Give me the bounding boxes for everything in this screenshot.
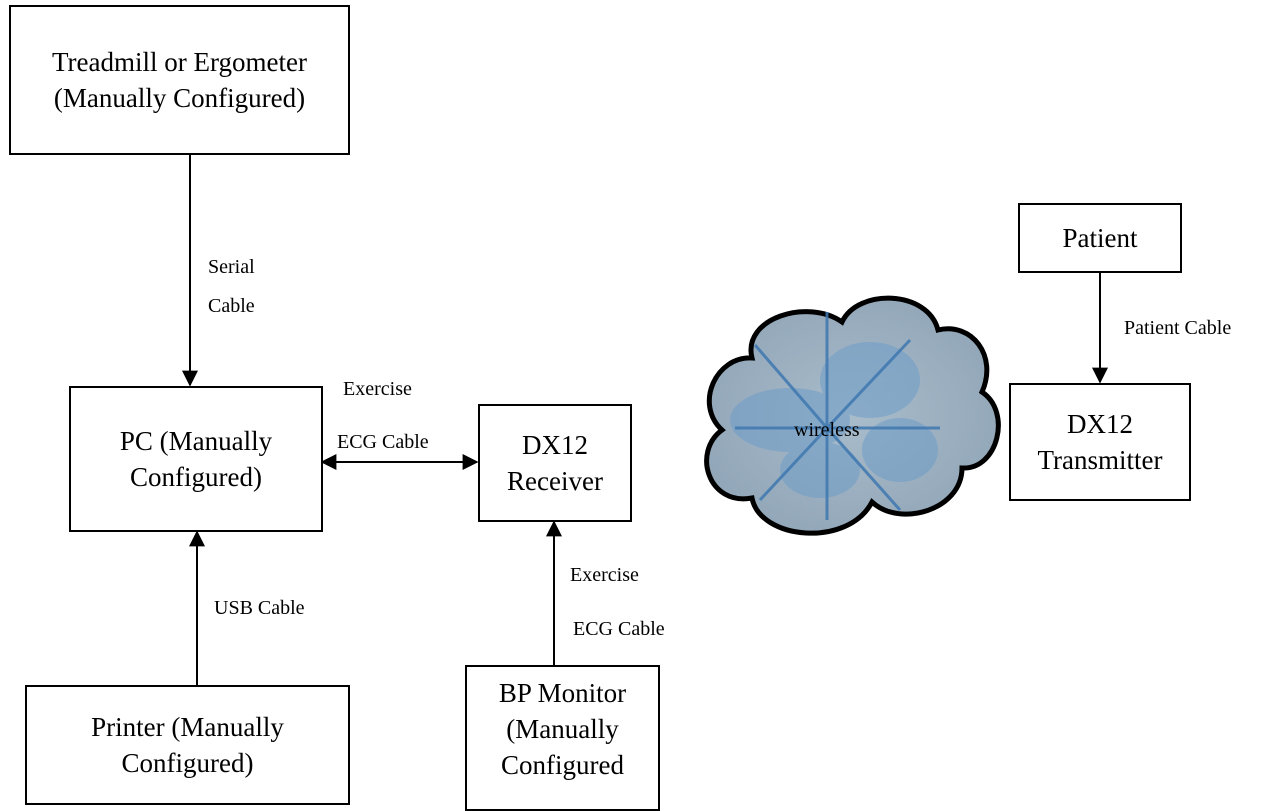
transmitter-box: DX12 Transmitter: [1009, 383, 1191, 501]
bp-monitor-label-line2: (Manually: [506, 714, 619, 744]
pc-label-line1: PC (Manually: [119, 426, 273, 456]
pc-label-line2: Configured): [130, 462, 262, 492]
receiver-label-line2: Receiver: [507, 466, 603, 496]
treadmill-label-line2: (Manually Configured): [53, 83, 306, 113]
receiver-box: DX12 Receiver: [478, 404, 632, 522]
treadmill-label-line1: Treadmill or Ergometer: [52, 47, 307, 77]
pc-receiver-label-line1: Exercise: [343, 378, 412, 400]
transmitter-label-line1: DX12: [1067, 409, 1133, 439]
patient-box: Patient: [1018, 203, 1182, 273]
transmitter-label-line2: Transmitter: [1037, 445, 1163, 475]
treadmill-box: Treadmill or Ergometer (Manually Configu…: [9, 5, 350, 155]
serial-cable-label-line2: Cable: [208, 295, 255, 317]
pc-box: PC (Manually Configured): [69, 386, 323, 532]
pc-receiver-label-line2: ECG Cable: [337, 431, 429, 453]
bp-monitor-box: BP Monitor (Manually Configured: [465, 665, 660, 811]
receiver-label-line1: DX12: [522, 430, 588, 460]
bp-receiver-label-line2: ECG Cable: [573, 618, 665, 640]
bp-monitor-label-line3: Configured: [501, 750, 624, 780]
patient-label: Patient: [1062, 223, 1138, 253]
printer-label-line1: Printer (Manually: [91, 712, 284, 742]
patient-cable-label: Patient Cable: [1124, 317, 1232, 339]
cloud-puffs: [730, 342, 938, 498]
serial-cable-label-line1: Serial: [208, 256, 255, 278]
cloud-spokes: [735, 312, 940, 520]
bp-monitor-label-line1: BP Monitor: [498, 678, 627, 708]
printer-label-line2: Configured): [121, 748, 254, 778]
usb-cable-label: USB Cable: [214, 597, 305, 619]
printer-box: Printer (Manually Configured): [25, 685, 350, 805]
wireless-label: wireless: [794, 419, 860, 441]
bp-receiver-label-line1: Exercise: [570, 564, 639, 586]
wireless-cloud: [704, 295, 1001, 536]
